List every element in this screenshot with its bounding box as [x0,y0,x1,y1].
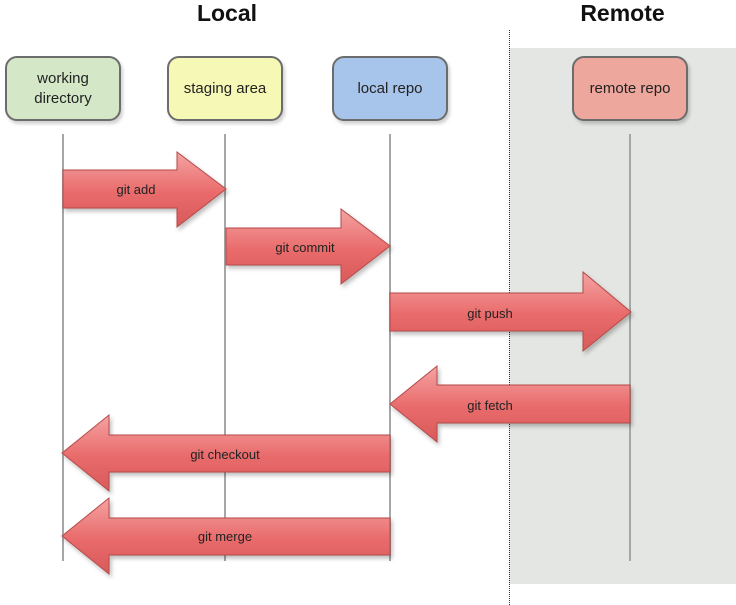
git-merge-arrow-shape [61,496,391,576]
git-push-label: git push [467,306,513,321]
local-section-title: Local [196,0,258,26]
git-add-arrow-shape [62,150,227,229]
git-add-label: git add [116,182,155,197]
git-checkout-arrow-shape [61,413,391,493]
git-merge-label: git merge [198,529,252,544]
local-repo-node: local repo [332,56,448,121]
remote-repo-node: remote repo [572,56,688,121]
remote-repo-lifeline [629,134,631,561]
git-commit-label: git commit [275,240,335,255]
staging-area-node: staging area [167,56,283,121]
local-repo-lifeline [389,134,391,561]
remote-section-title: Remote [580,0,665,26]
staging-area-lifeline [224,134,226,561]
git-commit-arrow-shape [225,207,391,286]
git-push-arrow: git push [389,270,632,353]
git-fetch-arrow-shape [389,364,631,444]
git-add-arrow: git add [62,150,227,229]
working-directory-node: working directory [5,56,121,121]
git-checkout-arrow: git checkout [61,413,391,493]
working-directory-lifeline [62,134,64,561]
git-merge-arrow: git merge [61,496,391,576]
git-fetch-arrow: git fetch [389,364,631,444]
git-commit-arrow: git commit [225,207,391,286]
git-checkout-label: git checkout [190,447,260,462]
git-push-arrow-shape [389,270,632,353]
git-fetch-label: git fetch [467,398,513,413]
